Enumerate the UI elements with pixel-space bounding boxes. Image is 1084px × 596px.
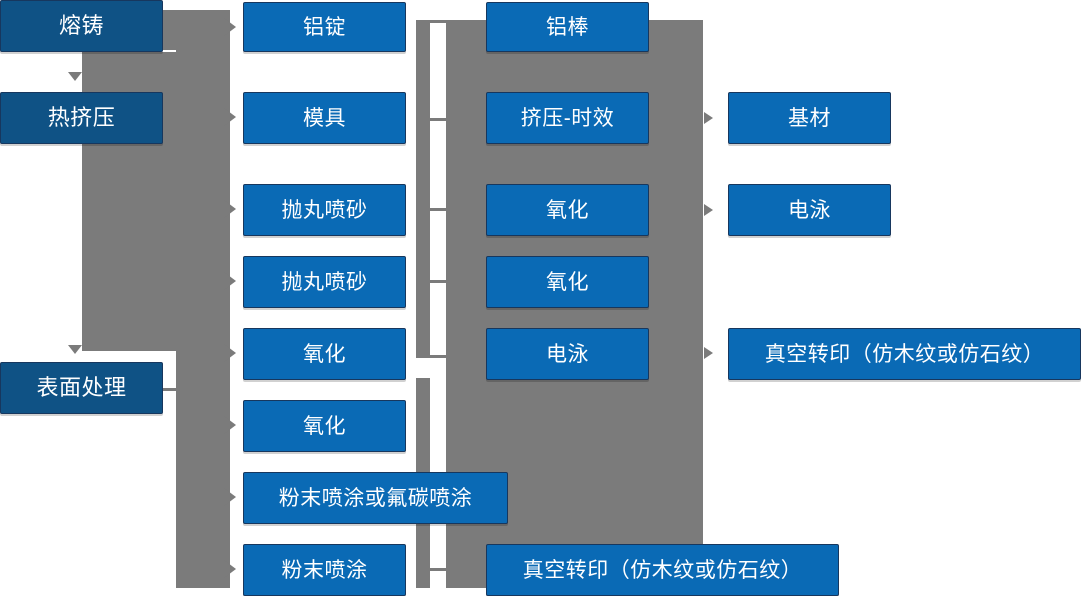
stage-label-surface-treatment: 表面处理	[36, 375, 127, 400]
node-box-vacuum-transfer[interactable]: 真空转印（仿木纹或仿石纹）	[728, 328, 1081, 380]
connector-arrow-to-shot-blasting-1	[224, 200, 236, 218]
connector-tick-6	[428, 568, 454, 571]
node-box-aluminum-ingot[interactable]: 铝锭	[243, 2, 406, 52]
node-box-shot-blasting-1[interactable]: 抛丸喷砂	[243, 184, 406, 236]
node-label-powder-or-fluorocarbon-spray: 粉末喷涂或氟碳喷涂	[278, 486, 473, 510]
node-box-vacuum-transfer-bottom[interactable]: 真空转印（仿木纹或仿石纹）	[486, 544, 839, 596]
connector-arrow-to-vacuum-transfer	[704, 347, 713, 359]
connector-arrow-to-powder-spray	[224, 560, 236, 578]
node-label-oxidation-1: 氧化	[303, 342, 346, 366]
node-box-electrophoresis-1[interactable]: 电泳	[486, 328, 649, 380]
connector-stub-surface-treatment	[163, 388, 187, 391]
node-box-powder-spray[interactable]: 粉末喷涂	[243, 544, 406, 596]
node-box-substrate[interactable]: 基材	[728, 92, 891, 144]
connector-arrow-to-powder-or-fluorocarbon-spray	[224, 488, 236, 506]
connector-tick-2	[428, 118, 454, 121]
node-label-mold: 模具	[303, 106, 346, 130]
stage-box-hot-extrusion[interactable]: 热挤压	[0, 92, 163, 144]
node-label-extrusion-aging: 挤压-时效	[520, 106, 615, 130]
node-label-oxidation-3: 氧化	[546, 198, 589, 222]
node-label-vacuum-transfer: 真空转印（仿木纹或仿石纹）	[764, 342, 1045, 366]
node-box-aluminum-bar[interactable]: 铝棒	[486, 2, 649, 52]
connector-arrow-to-shot-blasting-2	[224, 272, 236, 290]
node-box-extrusion-aging[interactable]: 挤压-时效	[486, 92, 649, 144]
connector-tick-1	[416, 20, 454, 23]
node-label-electrophoresis-2: 电泳	[788, 198, 831, 222]
connector-arrow-to-substrate	[704, 112, 713, 124]
node-label-oxidation-2: 氧化	[303, 414, 346, 438]
node-label-aluminum-bar: 铝棒	[546, 15, 589, 39]
node-box-electrophoresis-2[interactable]: 电泳	[728, 184, 891, 236]
node-label-electrophoresis-1: 电泳	[546, 342, 589, 366]
connector-arrow-to-mold	[224, 108, 236, 126]
stage-box-melting[interactable]: 熔铸	[0, 0, 163, 52]
node-label-vacuum-transfer-bottom: 真空转印（仿木纹或仿石纹）	[522, 558, 803, 582]
connector-arrow-to-oxidation-1	[224, 344, 236, 362]
connector-arrow-down-to-hot-extrusion	[68, 72, 82, 81]
node-label-shot-blasting-2: 抛丸喷砂	[281, 270, 368, 294]
node-label-aluminum-ingot: 铝锭	[303, 15, 346, 39]
connector-arrow-to-electrophoresis-2	[704, 204, 713, 216]
connector-band-melting	[163, 10, 203, 50]
node-box-oxidation-3[interactable]: 氧化	[486, 184, 649, 236]
node-label-substrate: 基材	[788, 106, 831, 130]
node-box-oxidation-4[interactable]: 氧化	[486, 256, 649, 308]
connector-arrow-down-to-surface-treatment	[68, 345, 82, 354]
node-box-oxidation-2[interactable]: 氧化	[243, 400, 406, 452]
connector-tick-5	[416, 355, 454, 358]
connector-tick-4	[428, 280, 454, 283]
node-box-oxidation-1[interactable]: 氧化	[243, 328, 406, 380]
connector-tick-3	[428, 208, 454, 211]
node-label-shot-blasting-1: 抛丸喷砂	[281, 198, 368, 222]
node-label-powder-spray: 粉末喷涂	[281, 558, 368, 582]
stage-label-melting: 熔铸	[58, 13, 104, 38]
node-box-shot-blasting-2[interactable]: 抛丸喷砂	[243, 256, 406, 308]
node-box-mold[interactable]: 模具	[243, 92, 406, 144]
connector-stage-spine-top	[82, 52, 176, 96]
connector-arrow-to-oxidation-2	[224, 416, 236, 434]
connector-main-trunk	[176, 10, 230, 588]
connector-arrow-to-aluminum-ingot	[224, 18, 236, 36]
stage-box-surface-treatment[interactable]: 表面处理	[0, 362, 163, 414]
node-label-oxidation-4: 氧化	[546, 270, 589, 294]
stage-label-hot-extrusion: 热挤压	[47, 105, 116, 130]
node-box-powder-or-fluorocarbon-spray[interactable]: 粉末喷涂或氟碳喷涂	[243, 472, 508, 524]
connector-collector-bar-upper	[416, 20, 430, 358]
